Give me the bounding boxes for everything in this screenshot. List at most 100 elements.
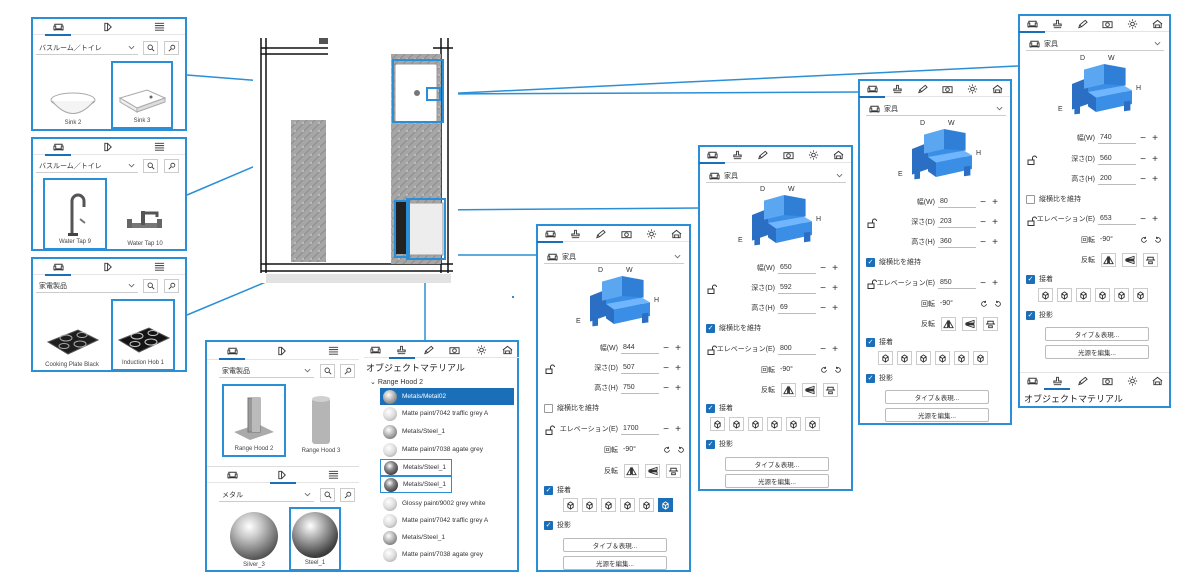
snap-option-button[interactable] bbox=[620, 498, 635, 512]
material-item[interactable]: Silver_3 bbox=[222, 507, 286, 571]
type-button[interactable]: タイプ＆表現... bbox=[725, 457, 829, 471]
decrement-button[interactable]: − bbox=[663, 362, 669, 374]
increment-button[interactable]: + bbox=[675, 342, 681, 354]
shadow-row[interactable]: ✓投影 bbox=[544, 520, 571, 530]
keep-ratio-checkbox[interactable] bbox=[544, 403, 553, 413]
library-item-selected[interactable]: Water Tap 9 bbox=[43, 178, 107, 250]
library-item[interactable]: Range Hood 3 bbox=[289, 384, 353, 457]
rotate-left-icon[interactable] bbox=[663, 446, 671, 454]
width-input[interactable]: 740 bbox=[1098, 132, 1136, 144]
tab-objects[interactable] bbox=[45, 141, 72, 156]
library-item-selected[interactable]: Sink 3 bbox=[111, 61, 173, 129]
increment-button[interactable]: + bbox=[832, 262, 838, 274]
pick-button[interactable] bbox=[164, 41, 179, 55]
increment-button[interactable]: + bbox=[675, 382, 681, 394]
material-row-highlighted[interactable]: Metals/Steel_1 bbox=[380, 459, 452, 476]
snap-option-button[interactable] bbox=[767, 417, 782, 431]
tab-materials[interactable] bbox=[102, 141, 116, 153]
decrement-button[interactable]: − bbox=[820, 262, 826, 274]
keep-ratio-row[interactable]: ✓縦横比を維持 bbox=[706, 323, 761, 333]
tab-materials[interactable] bbox=[102, 21, 116, 33]
tab-object-material[interactable] bbox=[568, 228, 582, 240]
pick-button[interactable] bbox=[164, 159, 179, 173]
tab-objects[interactable] bbox=[219, 345, 246, 360]
category-dropdown[interactable]: バスルーム／トイレ bbox=[36, 41, 138, 55]
search-button[interactable] bbox=[143, 279, 158, 293]
keep-ratio-checkbox[interactable] bbox=[1026, 194, 1035, 204]
tab-pen[interactable] bbox=[1075, 375, 1089, 387]
snap-option-button[interactable] bbox=[786, 417, 801, 431]
type-button[interactable]: タイプ＆表現... bbox=[563, 538, 667, 552]
decrement-button[interactable]: − bbox=[980, 236, 986, 248]
snap-row[interactable]: ✓接着 bbox=[1026, 274, 1053, 284]
decrement-button[interactable]: − bbox=[1140, 153, 1146, 165]
height-input[interactable]: 750 bbox=[621, 382, 659, 394]
tab-house[interactable] bbox=[501, 344, 515, 356]
decrement-button[interactable]: − bbox=[980, 196, 986, 208]
search-button[interactable] bbox=[143, 159, 158, 173]
tab-objects[interactable] bbox=[1019, 18, 1045, 33]
mirror-y-button[interactable] bbox=[1122, 253, 1137, 267]
tab-house[interactable] bbox=[832, 149, 846, 161]
snap-checkbox[interactable]: ✓ bbox=[544, 485, 553, 495]
material-item-selected[interactable]: Steel_1 bbox=[289, 507, 341, 571]
tab-list[interactable] bbox=[327, 345, 341, 357]
object-type-dropdown[interactable]: 家具 bbox=[544, 250, 684, 264]
increment-button[interactable]: + bbox=[832, 343, 838, 355]
light-button[interactable]: 光源を編集... bbox=[725, 474, 829, 488]
material-row-highlighted[interactable]: Metals/Steel_1 bbox=[380, 476, 452, 493]
snap-option-button-selected[interactable] bbox=[658, 498, 673, 512]
tab-object-material[interactable] bbox=[1044, 375, 1070, 390]
material-category-dropdown[interactable]: メタル bbox=[219, 488, 314, 502]
tab-house[interactable] bbox=[670, 228, 684, 240]
snap-option-button[interactable] bbox=[1038, 288, 1053, 302]
material-row[interactable]: Matte paint/7042 traffic grey A bbox=[380, 512, 514, 529]
tab-object-material[interactable] bbox=[388, 344, 415, 359]
tab-camera[interactable] bbox=[1100, 18, 1114, 30]
height-input[interactable]: 200 bbox=[1098, 173, 1136, 185]
category-dropdown[interactable]: 家電製品 bbox=[219, 364, 314, 378]
snap-row[interactable]: ✓接着 bbox=[544, 485, 571, 495]
keep-ratio-checkbox[interactable]: ✓ bbox=[866, 257, 875, 267]
tab-materials[interactable] bbox=[269, 469, 296, 484]
tab-light[interactable] bbox=[807, 149, 821, 161]
mirror-x-button[interactable] bbox=[781, 383, 796, 397]
increment-button[interactable]: + bbox=[675, 423, 681, 435]
shadow-checkbox[interactable]: ✓ bbox=[866, 373, 875, 383]
lock-icon[interactable] bbox=[544, 425, 555, 435]
rotate-left-icon[interactable] bbox=[820, 366, 828, 374]
selection-tap[interactable] bbox=[426, 87, 441, 101]
tab-light[interactable] bbox=[645, 228, 659, 240]
snap-option-button[interactable] bbox=[710, 417, 725, 431]
tab-pen[interactable] bbox=[756, 149, 770, 161]
selection-sink[interactable] bbox=[392, 59, 444, 123]
tab-objects[interactable] bbox=[225, 469, 239, 481]
light-button[interactable]: 光源を編集... bbox=[885, 408, 989, 422]
increment-button[interactable]: + bbox=[1152, 132, 1158, 144]
shadow-row[interactable]: ✓投影 bbox=[1026, 310, 1053, 320]
width-input[interactable]: 844 bbox=[621, 342, 659, 354]
snap-option-button[interactable] bbox=[897, 351, 912, 365]
snap-option-button[interactable] bbox=[916, 351, 931, 365]
increment-button[interactable]: + bbox=[1152, 153, 1158, 165]
tab-objects[interactable] bbox=[699, 149, 725, 164]
type-button[interactable]: タイプ＆表現... bbox=[1045, 327, 1149, 341]
shadow-row[interactable]: ✓投影 bbox=[706, 439, 733, 449]
rotation-input[interactable]: -90° bbox=[940, 300, 953, 307]
light-button[interactable]: 光源を編集... bbox=[1045, 345, 1149, 359]
snap-option-button[interactable] bbox=[582, 498, 597, 512]
tab-light[interactable] bbox=[474, 344, 488, 356]
increment-button[interactable]: + bbox=[992, 216, 998, 228]
tab-objects[interactable] bbox=[537, 228, 563, 243]
decrement-button[interactable]: − bbox=[1140, 213, 1146, 225]
rotate-right-icon[interactable] bbox=[994, 300, 1002, 308]
library-item-selected[interactable]: Induction Hob 1 bbox=[111, 299, 175, 371]
snap-option-button[interactable] bbox=[935, 351, 950, 365]
pick-button[interactable] bbox=[164, 279, 179, 293]
shadow-checkbox[interactable]: ✓ bbox=[544, 520, 553, 530]
keep-ratio-row[interactable]: 縦横比を維持 bbox=[1026, 194, 1081, 204]
snap-option-button[interactable] bbox=[639, 498, 654, 512]
mirror-x-button[interactable] bbox=[624, 464, 639, 478]
decrement-button[interactable]: − bbox=[1140, 132, 1146, 144]
tab-light[interactable] bbox=[1125, 18, 1139, 30]
